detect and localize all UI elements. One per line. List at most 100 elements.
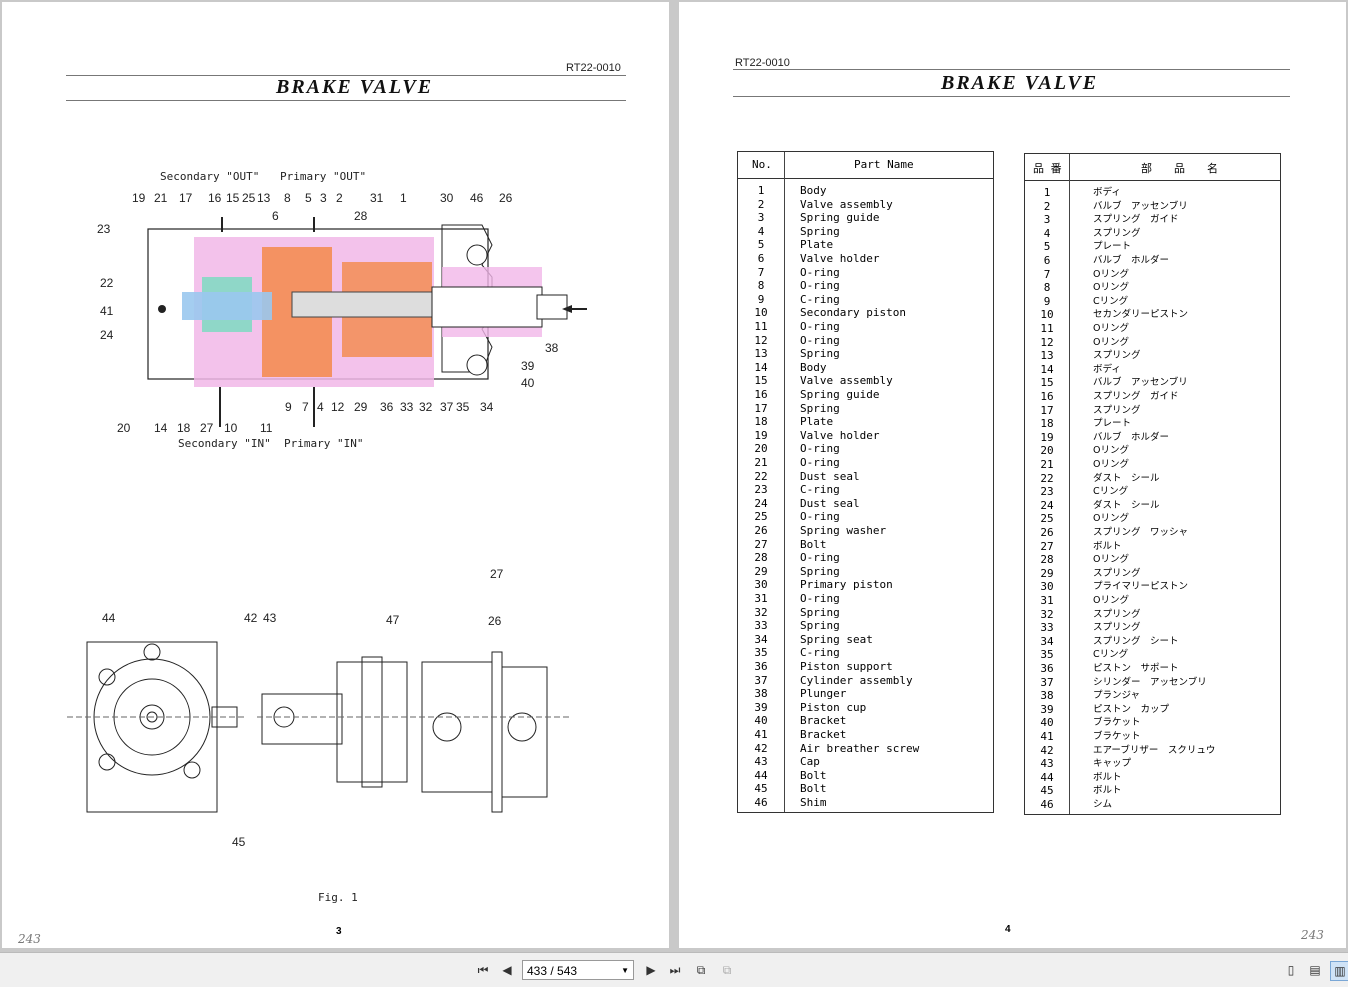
part-number: 2: [757, 197, 765, 211]
page-number-input[interactable]: 433 / 543 ▼: [522, 960, 634, 980]
part-number: 45: [1040, 784, 1054, 798]
part-name: シム: [1093, 799, 1113, 810]
single-page-view-icon[interactable]: ▯: [1287, 963, 1295, 977]
part-number: 38: [754, 687, 768, 701]
part-name: O-ring: [800, 510, 840, 524]
part-number: 21: [754, 456, 768, 469]
part-name: Spring guide: [800, 211, 880, 225]
first-page-icon[interactable]: ⏮: [477, 963, 489, 977]
part-number: 20: [754, 442, 768, 456]
page-title: BRAKE VALVE: [276, 76, 434, 98]
previous-page-icon[interactable]: ◀: [502, 963, 512, 977]
part-name: Valve holder: [800, 428, 880, 442]
part-name: Plunger: [800, 687, 847, 701]
part-name: スプリング: [1093, 622, 1141, 634]
part-name: Spring: [800, 605, 840, 619]
part-number: 45: [754, 782, 768, 796]
part-number: 29: [1040, 566, 1054, 580]
part-name: Dust seal: [800, 469, 860, 483]
part-number: 15: [754, 374, 768, 388]
part-number: 24: [754, 496, 768, 510]
callout-1: 1: [400, 191, 407, 205]
part-name: Spring: [800, 224, 840, 238]
callout-14: 14: [154, 421, 168, 435]
part-number: 42: [754, 741, 768, 755]
go-forward-view-icon[interactable]: ⧉: [722, 963, 732, 977]
part-name: スプリング: [1093, 227, 1141, 239]
part-name: Oリング: [1093, 268, 1129, 280]
part-name: ダスト シール: [1093, 499, 1160, 511]
part-name: Cylinder assembly: [800, 673, 913, 687]
part-number: 21: [1040, 458, 1054, 471]
part-number: 22: [1040, 471, 1054, 485]
callout-25: 25: [242, 191, 256, 205]
part-number: 20: [1040, 444, 1054, 458]
part-number: 41: [754, 728, 768, 741]
part-number: 14: [754, 360, 768, 374]
part-number: 10: [754, 306, 768, 320]
next-page-icon[interactable]: ▶: [646, 963, 656, 977]
part-name: プレート: [1093, 418, 1132, 430]
part-number: 19: [1040, 430, 1054, 444]
part-number: 41: [1040, 730, 1054, 743]
part-number: 27: [1040, 539, 1054, 553]
part-number: 13: [754, 347, 768, 361]
part-number: 7: [757, 265, 765, 279]
part-name: O-ring: [800, 333, 840, 347]
callout-38: 38: [545, 341, 559, 355]
go-back-view-icon[interactable]: ⧉: [696, 963, 706, 977]
part-number: 26: [754, 524, 768, 537]
part-number: 10: [1040, 308, 1054, 322]
callout-35: 35: [456, 400, 470, 414]
callout-27b: 27: [490, 567, 504, 581]
callout-6: 6: [272, 209, 279, 223]
part-number: 32: [1040, 607, 1054, 621]
facing-pages-view-icon[interactable]: ▥: [1330, 961, 1348, 981]
continuous-view-icon[interactable]: ▤: [1309, 963, 1321, 977]
part-name: スプリング ガイド: [1093, 214, 1179, 226]
callout-24: 24: [100, 328, 114, 342]
part-number: 9: [1043, 294, 1051, 308]
part-name: Spring: [800, 619, 840, 633]
last-page-icon[interactable]: ⏭: [669, 963, 681, 977]
part-number: 33: [754, 619, 768, 633]
part-number: 38: [1040, 689, 1054, 703]
callout-33: 33: [400, 400, 414, 414]
part-name: シリンダー アッセンブリ: [1093, 676, 1207, 688]
callout-22: 22: [100, 276, 114, 290]
part-name: ピストン カップ: [1093, 703, 1170, 715]
callout-34: 34: [480, 400, 494, 414]
part-name: スプリング シート: [1093, 635, 1179, 647]
part-name: スプリング: [1093, 350, 1141, 362]
chevron-down-icon[interactable]: ▼: [621, 966, 629, 975]
